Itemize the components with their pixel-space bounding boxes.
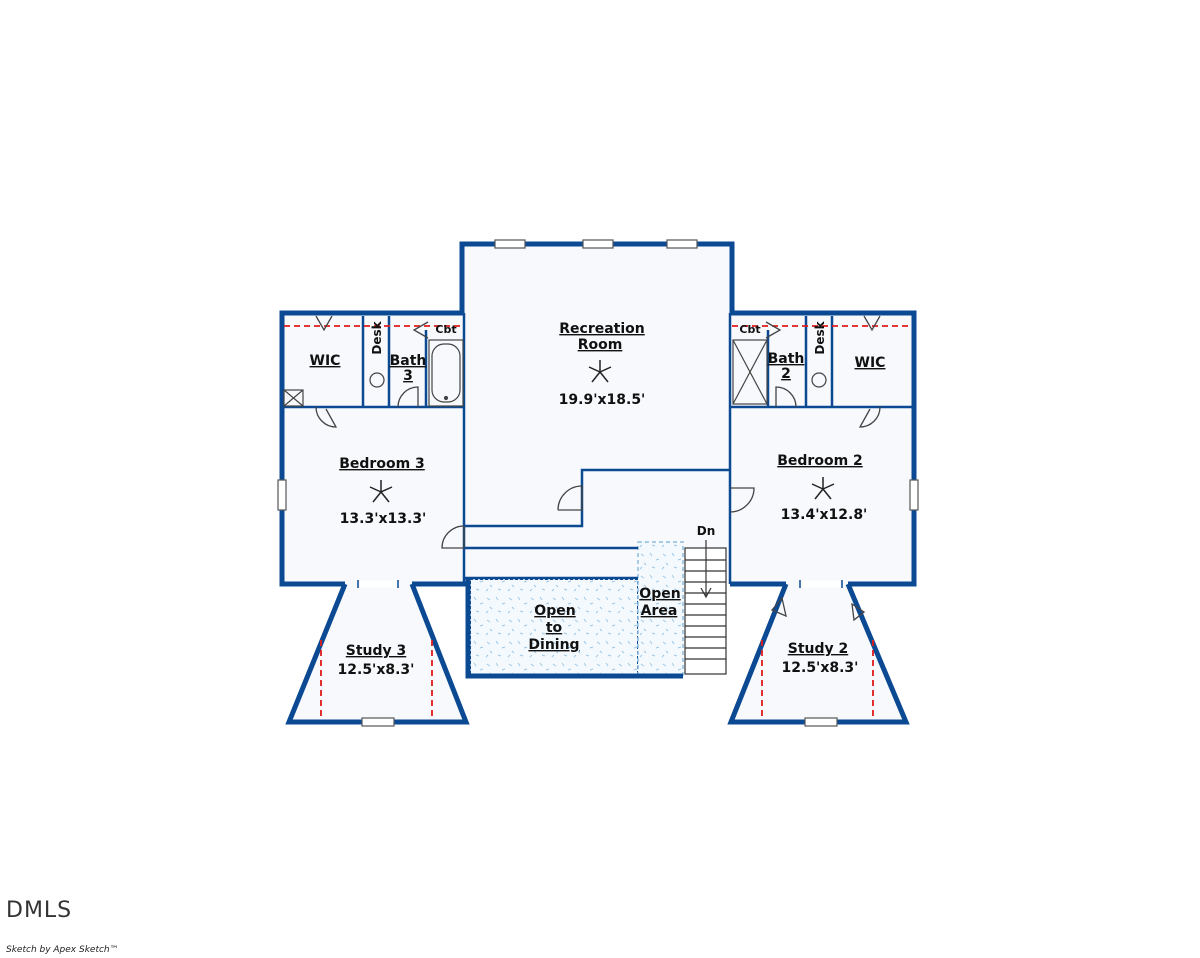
wic-right-label: WIC (855, 355, 886, 371)
ceiling-lines (284, 325, 912, 720)
bedroom3-label: Bedroom 3 (339, 456, 425, 472)
stairs-down-label: Dn (697, 524, 716, 538)
ceiling-fan-icon (369, 480, 393, 503)
study3-label: Study 3 (346, 643, 407, 659)
door-swings (315, 315, 881, 622)
sketch-credit: Sketch by Apex Sketch™ (6, 945, 119, 955)
recreation-room-label-2: Room (578, 337, 623, 353)
wic-left-label: WIC (310, 353, 341, 369)
study3-size: 12.5'x8.3' (338, 662, 415, 678)
bath2-label: Bath (768, 351, 805, 367)
cbt-right-label: Cbt (739, 323, 760, 336)
bath2-number: 2 (781, 366, 791, 382)
bath3-number: 3 (403, 368, 413, 384)
ceiling-fan-icon (588, 360, 612, 383)
opening-ticks (357, 580, 843, 588)
open-dining-label-3: Dining (528, 637, 579, 653)
interior-walls (282, 313, 914, 584)
open-area-zone (637, 541, 684, 677)
open-dining-label-2: to (546, 620, 563, 636)
cbt-left-label: Cbt (435, 323, 456, 336)
bath3-label: Bath (390, 353, 427, 369)
desk-right-label: Desk (813, 320, 827, 354)
dmls-logo: DMLS (6, 898, 73, 923)
recreation-room-size: 19.9'x18.5' (559, 392, 646, 408)
desk-left-label: Desk (370, 320, 384, 354)
bedroom2-size: 13.4'x12.8' (781, 507, 868, 523)
open-dining-label-1: Open (534, 603, 575, 619)
stairs (684, 540, 727, 675)
ceiling-fan-icon (811, 477, 835, 500)
open-area-label-2: Area (641, 603, 678, 619)
fixtures (283, 339, 827, 407)
bedroom2-label: Bedroom 2 (777, 453, 863, 469)
study2-size: 12.5'x8.3' (782, 660, 859, 676)
windows (277, 239, 919, 727)
recreation-room-label: Recreation (559, 321, 645, 337)
open-area-label-1: Open (639, 586, 680, 602)
open-to-dining-area (469, 578, 639, 677)
study2-label: Study 2 (788, 641, 849, 657)
bedroom3-size: 13.3'x13.3' (340, 511, 427, 527)
